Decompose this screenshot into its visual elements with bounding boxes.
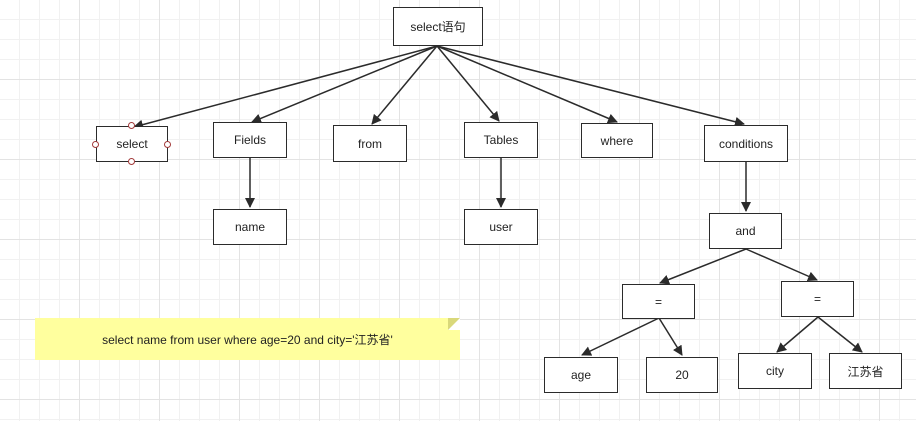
edge-eq2-jiangsu (817, 316, 863, 353)
edge-root-from (371, 45, 438, 125)
node-from[interactable]: from (333, 125, 407, 162)
select-handle-right[interactable] (164, 141, 171, 148)
edge-root-where (436, 45, 618, 124)
edge-root-conditions (436, 45, 745, 127)
node-name[interactable]: name (213, 209, 287, 245)
edge-eq1-20 (658, 317, 683, 356)
sql-note[interactable]: select name from user where age=20 and c… (35, 318, 460, 360)
edge-and-eq1 (659, 248, 747, 285)
node-tables[interactable]: Tables (464, 122, 538, 158)
node-where[interactable]: where (581, 123, 653, 158)
select-handle-bottom[interactable] (128, 158, 135, 165)
select-handle-top[interactable] (128, 122, 135, 129)
node-jiangsu[interactable]: 江苏省 (829, 353, 902, 389)
node-age[interactable]: age (544, 357, 618, 393)
node-root-select-statement[interactable]: select语句 (393, 7, 483, 46)
edge-eq2-city (776, 316, 819, 353)
node-equals-1[interactable]: = (622, 284, 695, 319)
node-select[interactable]: select (96, 126, 168, 162)
select-handle-left[interactable] (92, 141, 99, 148)
sql-note-text: select name from user where age=20 and c… (102, 332, 393, 347)
edge-eq1-age (581, 317, 660, 356)
edge-root-tables (436, 45, 500, 122)
edge-and-eq2 (745, 248, 818, 281)
node-user[interactable]: user (464, 209, 538, 245)
node-and[interactable]: and (709, 213, 782, 249)
note-fold-corner (448, 318, 460, 330)
node-fields[interactable]: Fields (213, 122, 287, 158)
edge-root-select (133, 45, 438, 130)
node-20[interactable]: 20 (646, 357, 718, 393)
node-equals-2[interactable]: = (781, 281, 854, 317)
node-city[interactable]: city (738, 353, 812, 389)
edge-root-fields (251, 45, 438, 124)
node-conditions[interactable]: conditions (704, 125, 788, 162)
